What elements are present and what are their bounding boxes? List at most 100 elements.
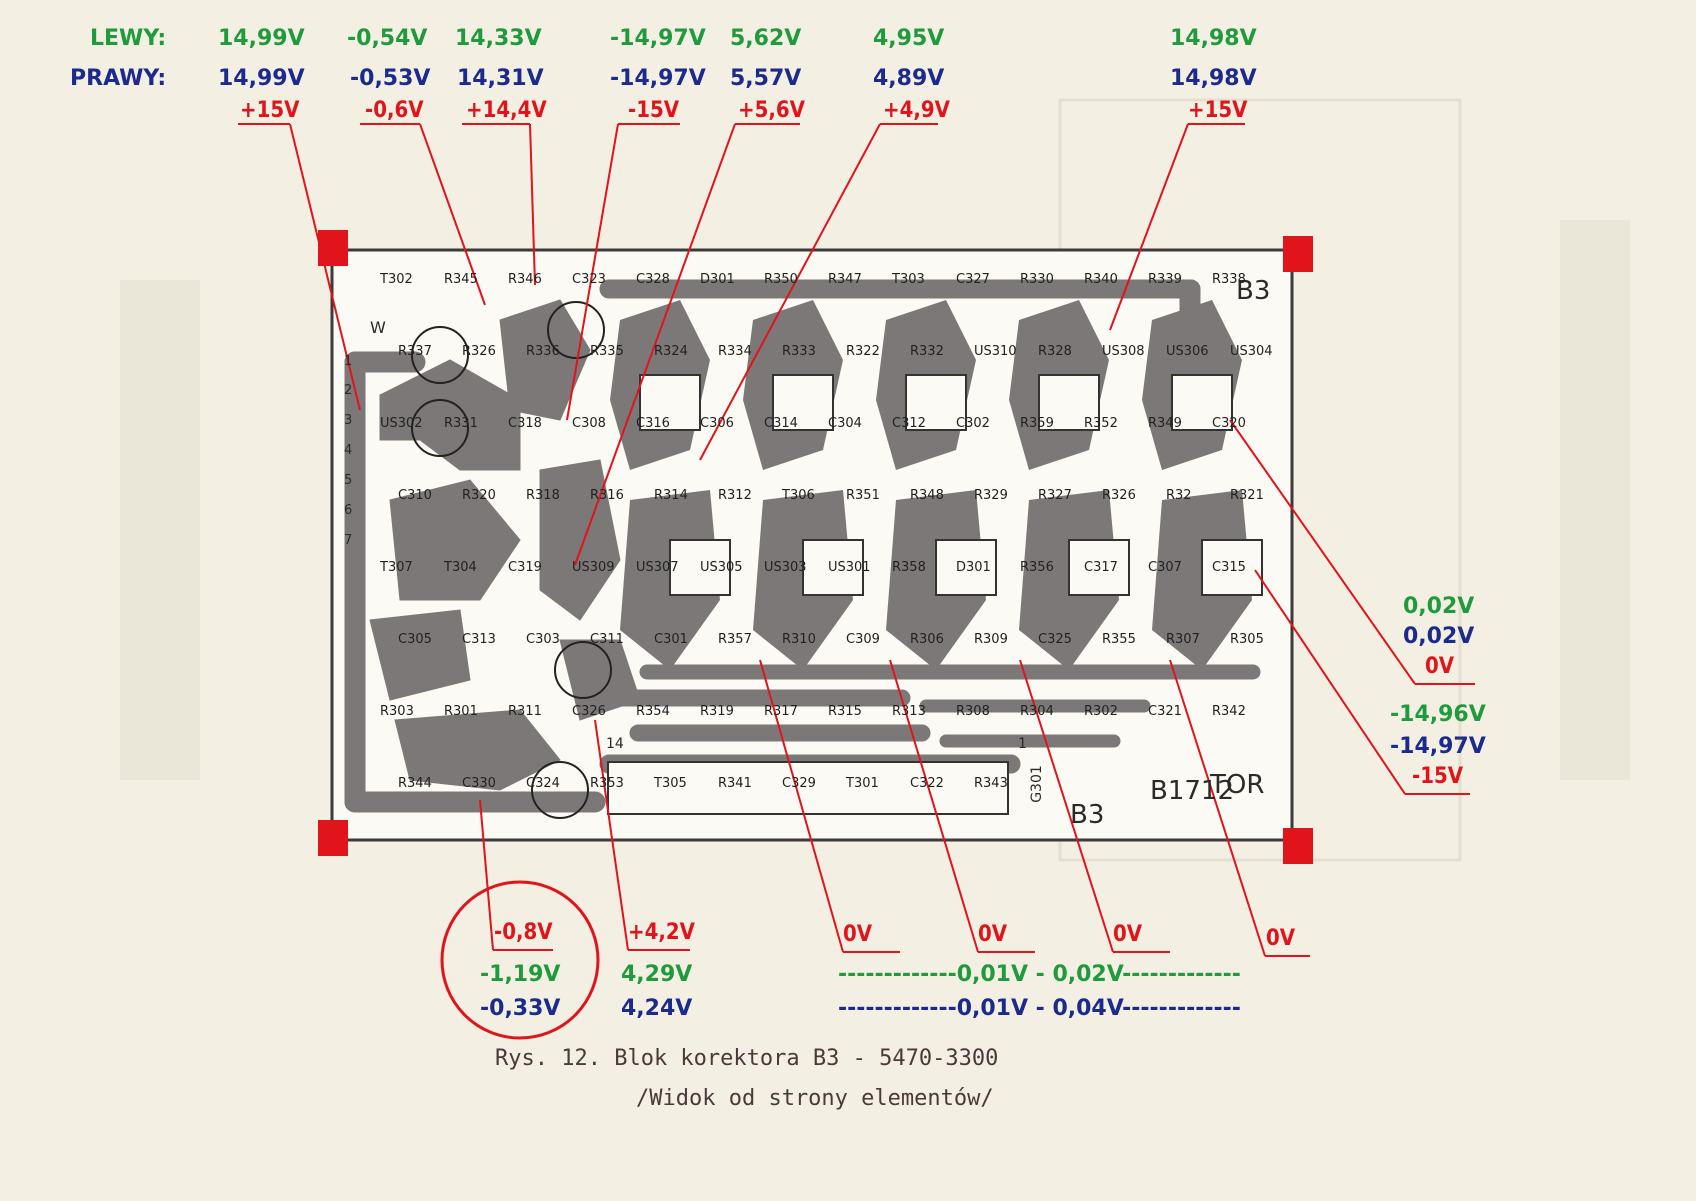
component-label: T307: [380, 560, 413, 575]
prawy-value-2: -0,53V: [350, 66, 431, 91]
component-label: R342: [1212, 704, 1246, 719]
component-label: R358: [892, 560, 926, 575]
lewy-value-1: 14,99V: [218, 26, 305, 51]
component-label: T305: [654, 776, 687, 791]
prawy-value-1: 14,99V: [218, 66, 305, 91]
component-label: R324: [654, 344, 688, 359]
right-neg-nominal: -15V: [1412, 764, 1464, 789]
prawy-value-4: -14,97V: [610, 66, 706, 91]
lewy-value-7: 14,98V: [1170, 26, 1257, 51]
component-label: C315: [1212, 560, 1246, 575]
component-label: C321: [1148, 704, 1182, 719]
component-label: C322: [910, 776, 944, 791]
component-label: R329: [974, 488, 1008, 503]
right-zero-blue: 0,02V: [1403, 624, 1475, 649]
bottom-zero-4: 0V: [1266, 926, 1296, 951]
component-label: C314: [764, 416, 798, 431]
component-label: R333: [782, 344, 816, 359]
bottom-t-nominal: -0,8V: [494, 920, 553, 945]
component-label: R349: [1148, 416, 1182, 431]
component-label: R317: [764, 704, 798, 719]
component-label: R318: [526, 488, 560, 503]
component-label: US309: [572, 560, 615, 575]
nominal-value-7: +15V: [1188, 98, 1248, 123]
highlight-circle: [440, 880, 600, 1040]
component-label: R320: [462, 488, 496, 503]
lewy-value-5: 5,62V: [730, 26, 802, 51]
component-label: D301: [956, 560, 991, 575]
component-label: R359: [1020, 416, 1054, 431]
component-label: R326: [1102, 488, 1136, 503]
component-label: R334: [718, 344, 752, 359]
lewy-value-6: 4,95V: [873, 26, 945, 51]
pointer-lines: [238, 123, 1475, 957]
component-label: D301: [700, 272, 735, 287]
component-label: US304: [1230, 344, 1273, 359]
pin-3: 3: [344, 413, 353, 428]
corner-mark-tr: [1283, 236, 1313, 272]
component-label: C308: [572, 416, 606, 431]
prawy-value-3: 14,31V: [457, 66, 544, 91]
connector-pin-14: 14: [606, 736, 624, 752]
bottom-p-blue: 4,24V: [621, 996, 693, 1021]
component-label: R319: [700, 704, 734, 719]
bottom-range-blue: -------------0,01V - 0,04V-------------: [838, 996, 1241, 1021]
component-label: T304: [444, 560, 477, 575]
component-label: US306: [1166, 344, 1209, 359]
component-label: C305: [398, 632, 432, 647]
pin-4: 4: [344, 443, 353, 458]
module-blocks: [610, 300, 1263, 670]
component-label: R309: [974, 632, 1008, 647]
component-label: C307: [1148, 560, 1182, 575]
component-label: C302: [956, 416, 990, 431]
pin-5: 5: [344, 473, 353, 488]
pin-1: 1: [344, 354, 353, 369]
connector-label: G301: [1028, 765, 1045, 803]
component-label: R328: [1038, 344, 1072, 359]
component-label: C330: [462, 776, 496, 791]
component-label: R357: [718, 632, 752, 647]
component-label: T303: [892, 272, 925, 287]
prawy-value-7: 14,98V: [1170, 66, 1257, 91]
component-label: US310: [974, 344, 1017, 359]
nominal-value-6: +4,9V: [883, 98, 950, 123]
component-label: R311: [508, 704, 542, 719]
component-label: R316: [590, 488, 624, 503]
component-label: R336: [526, 344, 560, 359]
lewy-value-2: -0,54V: [347, 26, 428, 51]
component-label: R350: [764, 272, 798, 287]
component-label: R348: [910, 488, 944, 503]
component-label: R312: [718, 488, 752, 503]
component-label: C318: [508, 416, 542, 431]
component-label: R354: [636, 704, 670, 719]
bottom-t-blue: -0,33V: [480, 996, 561, 1021]
pin-6: 6: [344, 503, 353, 518]
lewy-value-4: -14,97V: [610, 26, 706, 51]
capacitors: [411, 301, 612, 819]
component-label: R321: [1230, 488, 1264, 503]
component-label: US307: [636, 560, 679, 575]
component-label: C317: [1084, 560, 1118, 575]
nominal-value-4: -15V: [628, 98, 680, 123]
component-label: R303: [380, 704, 414, 719]
bottom-zero-1: 0V: [843, 922, 873, 947]
connector-g301: [607, 761, 1009, 815]
component-label: R356: [1020, 560, 1054, 575]
component-label: C319: [508, 560, 542, 575]
component-label: C312: [892, 416, 926, 431]
nominal-value-1: +15V: [240, 98, 300, 123]
component-label: R302: [1084, 704, 1118, 719]
pin-2: 2: [344, 383, 353, 398]
component-label: R308: [956, 704, 990, 719]
component-label: C316: [636, 416, 670, 431]
component-label: R337: [398, 344, 432, 359]
component-label: R338: [1212, 272, 1246, 287]
component-label: R355: [1102, 632, 1136, 647]
component-label: C301: [654, 632, 688, 647]
component-label: R346: [508, 272, 542, 287]
connector-pin-1: 1: [1018, 736, 1027, 752]
component-label: R32: [1166, 488, 1192, 503]
caption-line-2: /Widok od strony elementów/: [636, 1086, 994, 1111]
component-label: R332: [910, 344, 944, 359]
